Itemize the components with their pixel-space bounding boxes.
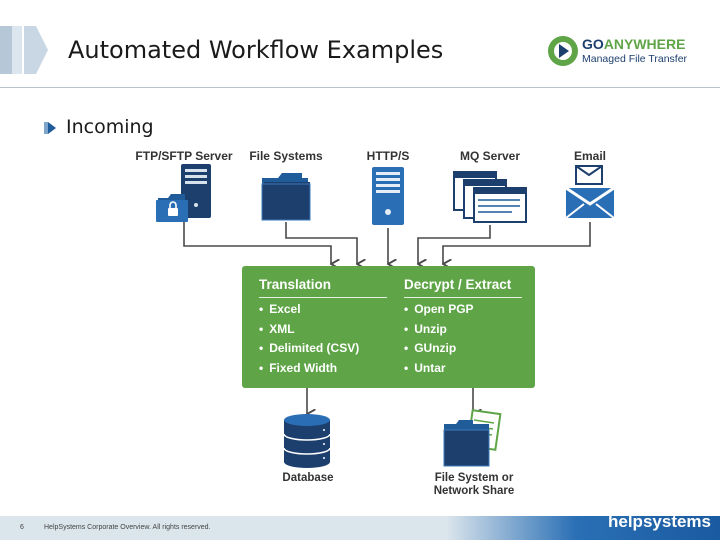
folder-document-icon (443, 409, 502, 467)
footer-bar (0, 516, 720, 540)
decrypt-item: Open PGP (404, 300, 473, 320)
logo-help-text: help (608, 512, 643, 531)
decrypt-item: GUnzip (404, 339, 474, 359)
page-title: Automated Workflow Examples (68, 36, 444, 64)
translation-item: Fixed Width (259, 359, 359, 379)
decrypt-item: Unzip (404, 320, 474, 340)
section-label: Incoming (66, 116, 154, 138)
file-share-line1: File System or (434, 472, 514, 484)
translation-list: Excel XML Delimited (CSV) Fixed Width (259, 300, 359, 378)
decrypt-underline (404, 297, 522, 298)
header-accent (0, 26, 48, 74)
page-number: 6 (20, 524, 24, 531)
envelope-icon (565, 165, 615, 219)
translation-item: XML (259, 320, 359, 340)
windows-icon (453, 171, 527, 223)
source-label-mq: MQ Server (459, 149, 521, 163)
translation-item: Delimited (CSV) (259, 339, 359, 359)
decrypt-item: Untar (404, 359, 474, 379)
logo-subtitle: Managed File Transfer (582, 53, 688, 65)
folder-icon (261, 173, 311, 221)
output-label-file-share: File System or Network Share (420, 472, 528, 498)
incoming-connectors (183, 222, 591, 264)
database-icon (283, 414, 331, 468)
goanywhere-logo-mark (548, 36, 578, 66)
processing-box: Translation Excel XML Delimited (CSV) Fi… (242, 266, 535, 388)
helpsystems-logo: helpsystems (606, 502, 716, 538)
bullet-arrow-icon (44, 121, 58, 135)
helpsystems-logo-mark (631, 505, 645, 514)
server-tower-icon (372, 167, 404, 225)
translation-item: Excel (259, 300, 359, 320)
decrypt-list: Open PGP Unzip GUnzip Untar (404, 300, 474, 379)
logo-systems-text: systems (642, 512, 712, 531)
output-label-database: Database (282, 472, 334, 484)
goanywhere-logo: GOANYWHERE Managed File Transfer (546, 34, 696, 68)
source-label-https: HTTP/S (366, 149, 410, 163)
logo-go-text: GO (582, 36, 604, 52)
file-share-line2: Network Share (433, 485, 515, 497)
header-divider (0, 87, 720, 88)
source-label-email: Email (573, 149, 606, 163)
translation-underline (259, 297, 387, 298)
footer-text: HelpSystems Corporate Overview. All righ… (44, 524, 211, 531)
logo-anywhere-text: ANYWHERE (603, 36, 686, 52)
decrypt-heading: Decrypt / Extract (404, 277, 512, 292)
source-label-filesystems: File Systems (249, 149, 323, 163)
ftp-server-icon (156, 164, 211, 222)
outgoing-connectors (307, 388, 473, 414)
source-label-ftp: FTP/SFTP Server (135, 149, 233, 163)
translation-heading: Translation (259, 277, 332, 292)
